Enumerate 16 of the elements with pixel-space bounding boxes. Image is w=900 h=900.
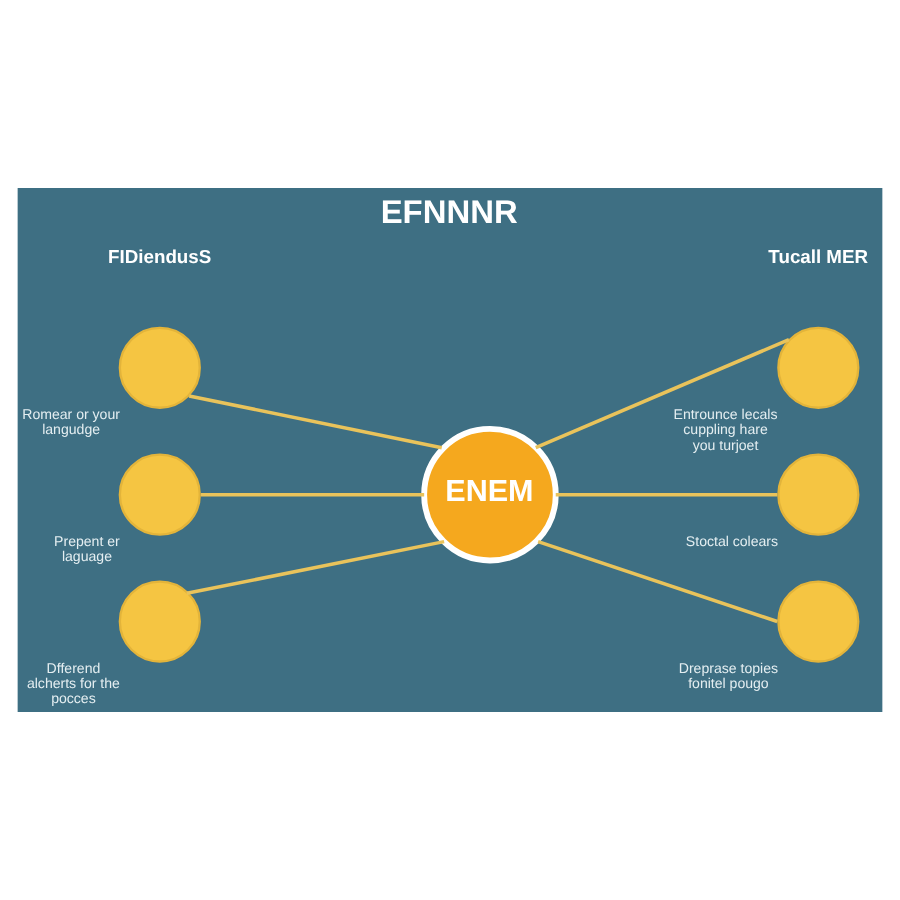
label: Tucall MER [768, 244, 869, 267]
connector [200, 492, 425, 497]
node-circle [777, 453, 860, 536]
connector [537, 539, 778, 624]
node-circle [118, 580, 201, 663]
connector [186, 539, 445, 596]
node-circle [777, 580, 860, 663]
connector [188, 394, 443, 450]
node-circle [118, 453, 201, 536]
label: FIDiendusS [108, 244, 212, 267]
diagram-title: EFNNNR [380, 194, 518, 231]
connector [555, 492, 778, 497]
node-circle: ENEM [421, 425, 559, 564]
connector [535, 337, 790, 450]
node-circle [118, 326, 201, 409]
node-circle [777, 326, 860, 409]
